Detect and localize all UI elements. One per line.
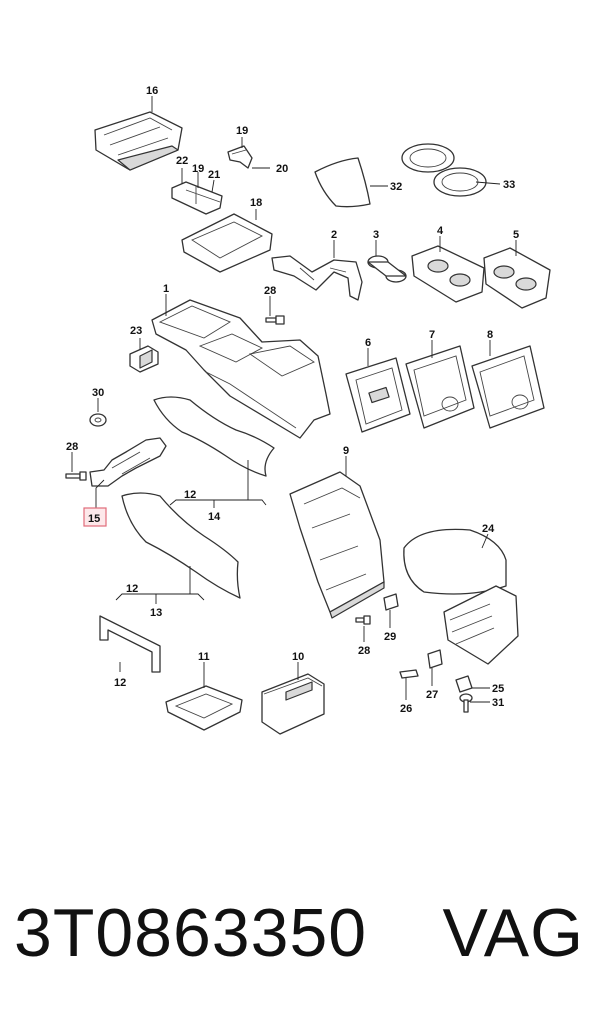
part-4-cupholder [411,245,485,303]
callout-10: 10 [292,651,304,663]
highlight-box-15 [83,507,107,527]
part-5-cupholder [483,247,551,309]
callout-26: 26 [400,703,412,715]
part-15-bracket [89,437,167,487]
part-13-side-panel [121,492,241,599]
callout-4: 4 [437,225,444,237]
callout-28b: 28 [66,441,78,453]
part-25-clip [455,675,473,693]
callout-24: 24 [482,523,495,535]
part-10-box [261,673,325,735]
part-1-console-body [151,299,331,439]
callout-28c: 28 [358,645,370,657]
callout-30: 30 [92,387,104,399]
brand-label: VAG [442,895,584,971]
part-9-rear-panel [289,471,385,619]
part-18-tray [181,213,273,273]
part-26-bolt [399,669,419,679]
part-28-bolt-left [65,471,87,481]
callout-12a: 12 [184,489,196,501]
leader-lines [71,96,517,703]
callout-20: 20 [276,163,288,175]
callout-7: 7 [429,329,435,341]
part-14-side-panel [153,396,275,477]
callout-2: 2 [331,229,337,241]
callout-32: 32 [390,181,402,193]
part-3-cup-ring [367,255,407,283]
part-29-clip [383,593,399,611]
part-2-trim-strip [271,255,363,301]
part-28-bolt-lower [355,615,371,625]
callout-1: 1 [163,283,169,295]
part-12-frame [99,615,161,673]
part-8-switch-panel [471,345,545,429]
callout-5: 5 [513,229,519,241]
part-31-screw [459,693,473,713]
callout-29: 29 [384,631,396,643]
part-22-switch-block [171,181,223,215]
part-32-mat [314,157,371,208]
callout-19b: 19 [192,163,204,175]
callout-labels: 16 19 20 22 19 21 18 32 33 2 3 4 5 1 28 … [66,85,519,715]
part-number: 3T0863350 [14,895,368,971]
part-30-nut [89,413,107,427]
part-6-switch-panel [345,357,411,433]
callout-3: 3 [373,229,379,241]
callout-12c: 12 [114,677,126,689]
callout-11: 11 [198,651,210,663]
part-23-switch [129,345,159,373]
part-16-tray-insert [94,111,183,171]
callout-33: 33 [503,179,515,191]
exploded-parts-diagram: 16 19 20 22 19 21 18 32 33 2 3 4 5 1 28 … [65,85,551,735]
callout-14: 14 [208,511,221,523]
callout-18: 18 [250,197,262,209]
callout-6: 6 [365,337,371,349]
part-33-cupholder-insert [401,143,487,197]
callout-8: 8 [487,329,493,341]
callout-16: 16 [146,85,158,97]
part-28-bolt-top [265,315,285,325]
part-27-clip [427,649,443,669]
part-24-armrest [403,528,519,665]
callout-25: 25 [492,683,504,695]
part-19-clip [227,145,253,169]
callout-15: 15 [88,513,100,525]
callout-9: 9 [343,445,349,457]
callout-12b: 12 [126,583,138,595]
callout-13: 13 [150,607,162,619]
callout-27: 27 [426,689,438,701]
part-11-tray [165,685,243,731]
callout-21: 21 [208,169,220,181]
callout-22: 22 [176,155,188,167]
callout-31: 31 [492,697,504,709]
part-7-switch-panel [405,345,475,429]
callout-19: 19 [236,125,248,137]
callout-23: 23 [130,325,142,337]
callout-28: 28 [264,285,276,297]
